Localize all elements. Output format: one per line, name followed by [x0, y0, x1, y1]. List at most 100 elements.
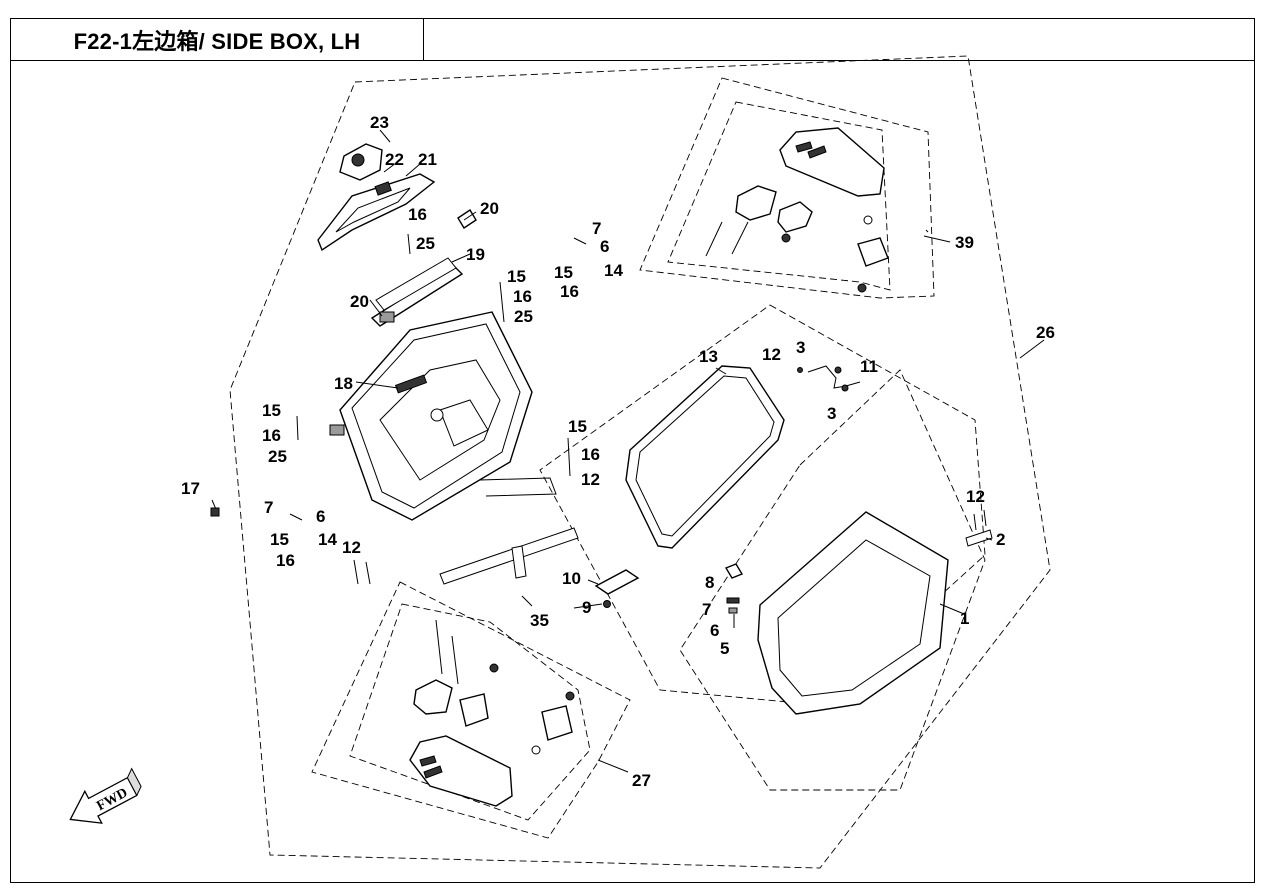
callout-22: 22 — [385, 150, 404, 169]
lock-nut-6 — [728, 607, 738, 614]
hinge-27-b — [459, 693, 489, 727]
callout-16-right: 16 — [581, 445, 600, 464]
title-rule — [10, 60, 1255, 61]
screw-9 — [603, 600, 611, 608]
fastener-group-top — [407, 233, 587, 477]
screw-39 — [863, 215, 873, 225]
callout-20-bottom: 20 — [350, 292, 369, 311]
callout-6-left: 6 — [316, 507, 325, 526]
washer-39-a — [781, 233, 791, 243]
mounting-bar-35 — [439, 527, 579, 585]
mounting-bar-35-arm — [479, 477, 557, 497]
handle-cover-21-inner — [335, 187, 411, 233]
side-box-floor-pocket — [439, 399, 489, 447]
leader-lines — [355, 129, 1045, 773]
washer-27-a — [489, 663, 499, 673]
hinge-27-a — [413, 679, 453, 715]
callout-17: 17 — [181, 479, 200, 498]
callout-12-mid: 12 — [581, 470, 600, 489]
washer-3-top — [834, 366, 842, 374]
screw-27 — [531, 745, 541, 755]
hinge-39-c — [857, 237, 889, 267]
hinge-bracket-19-plate — [375, 257, 457, 311]
callout-18: 18 — [334, 374, 353, 393]
hinge-39-a — [735, 185, 777, 221]
side-box-lid-1-face — [777, 539, 931, 697]
lid-gasket-13-inner — [635, 375, 775, 537]
assembly-boundary-39 — [639, 77, 935, 299]
page-title: F22-1左边箱/ SIDE BOX, LH — [73, 28, 361, 54]
right-region-boundary — [679, 369, 986, 791]
rod-27-b — [451, 635, 459, 685]
callout-15-left: 15 — [262, 401, 281, 420]
lid-screws-12 — [973, 509, 987, 531]
title-box: F22-1左边箱/ SIDE BOX, LH — [10, 18, 424, 61]
callout-1: 1 — [960, 609, 969, 628]
callout-16-left: 16 — [262, 426, 281, 445]
assembly-boundary-27 — [311, 581, 631, 839]
screw-17-head — [210, 507, 220, 517]
callout-7-top: 7 — [592, 219, 601, 238]
callout-25-mid: 25 — [514, 307, 533, 326]
callout-2: 2 — [996, 530, 1005, 549]
assembly-boundary-39-inner — [667, 101, 891, 291]
callout-12-top: 12 — [762, 345, 781, 364]
callout-16-top: 16 — [560, 282, 579, 301]
fwd-arrow-icon: FWD — [69, 767, 142, 824]
callout-7-left: 7 — [264, 498, 273, 517]
callout-3-bottom: 3 — [827, 404, 836, 423]
callout-20-top: 20 — [480, 199, 499, 218]
callout-16-mid: 16 — [513, 287, 532, 306]
handle-latch-22 — [374, 181, 392, 196]
callout-15-right: 15 — [568, 417, 587, 436]
drain-hole — [430, 408, 444, 422]
callout-3-top: 3 — [796, 338, 805, 357]
callout-26: 26 — [1036, 323, 1055, 342]
callout-15-low: 15 — [270, 530, 289, 549]
callout-21: 21 — [418, 150, 437, 169]
reflector-cover-slot-1 — [795, 141, 813, 153]
reflector-cover-27 — [409, 735, 513, 807]
bracket-clip-20-right — [457, 209, 477, 229]
rod-39-b — [731, 221, 749, 255]
callout-27: 27 — [632, 771, 651, 790]
callout-7-lid: 7 — [702, 600, 711, 619]
lock-wire-11 — [807, 365, 861, 389]
callout-19: 19 — [466, 245, 485, 264]
screw-12-top — [797, 367, 803, 373]
reflector-cover-slot-2 — [807, 145, 827, 159]
callout-11: 11 — [860, 357, 878, 376]
lid-region-boundary — [539, 304, 986, 706]
hinge-39-b — [777, 201, 813, 233]
callout-16-low: 16 — [276, 551, 295, 570]
callout-23: 23 — [370, 113, 389, 132]
washer-27-b — [565, 691, 575, 701]
callout-6-top: 6 — [600, 237, 609, 256]
callout-12-right: 12 — [966, 487, 985, 506]
callout-25-a: 25 — [416, 234, 435, 253]
reflector-cover-27-slot-2 — [423, 765, 443, 779]
callout-6-lid: 6 — [710, 621, 719, 640]
callout-16-a: 16 — [408, 205, 427, 224]
reflector-cover-39 — [779, 127, 885, 197]
latch-strip-18 — [394, 374, 428, 394]
bracket-clip-20-left — [379, 311, 395, 323]
lock-washer-7 — [726, 597, 740, 604]
callout-9: 9 — [582, 598, 591, 617]
callout-39: 39 — [955, 233, 974, 252]
callout-12-left: 12 — [342, 538, 361, 557]
handle-knob-hole — [351, 153, 365, 167]
callout-25-left: 25 — [268, 447, 287, 466]
washer-3-bottom — [841, 384, 849, 392]
mounting-bar-35-strut — [511, 545, 527, 579]
assembly-boundary-27-inner — [349, 603, 591, 821]
callout-15-top: 15 — [554, 263, 573, 282]
washer-39-b — [857, 283, 867, 293]
callout-15-mid: 15 — [507, 267, 526, 286]
rod-27-a — [435, 619, 443, 675]
callout-5: 5 — [720, 639, 729, 658]
rod-39-a — [705, 221, 723, 257]
reflector-cover-27-slot-1 — [419, 755, 437, 767]
hinge-plate-10 — [594, 569, 640, 595]
